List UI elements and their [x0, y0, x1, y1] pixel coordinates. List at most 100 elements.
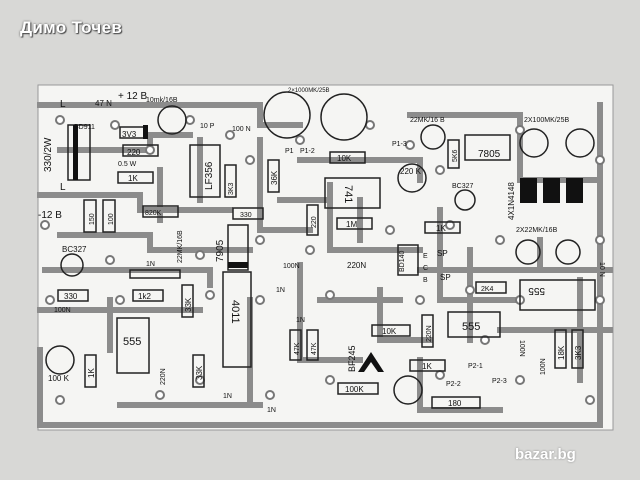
label-330-2w: 330/2W	[43, 137, 54, 172]
label-100n-e: 100N	[540, 358, 547, 375]
resistor-1n-a	[129, 269, 181, 279]
capacitor-1000-a	[263, 91, 311, 139]
label-bd911: BD911	[74, 124, 95, 131]
label-100n-c: 100N	[54, 307, 71, 314]
resistor-1k-a	[117, 171, 154, 184]
resistor-1k-d	[409, 359, 446, 372]
resistor-3k3-a	[224, 164, 237, 198]
label-330-c: 330	[64, 292, 78, 301]
capacitor-100-a	[519, 128, 549, 158]
pot-100k	[45, 345, 75, 375]
label-p2-2: P2-2	[446, 381, 461, 388]
capacitor-22mk	[420, 124, 446, 150]
label-100n-a: 100 N	[232, 126, 251, 133]
label-47k-b: 47K	[311, 342, 318, 355]
label-minus12: -12 B	[38, 210, 62, 221]
label-47k-a: 47K	[294, 342, 301, 355]
label-220-b: 220	[311, 216, 318, 228]
label-555-c: 555	[462, 321, 480, 333]
label-l-top: L	[60, 99, 66, 110]
label-10k-b: 10K	[382, 327, 397, 336]
label-1n-a: 1N	[146, 261, 155, 268]
label-4x1n4148: 4X1N4148	[507, 182, 516, 220]
resistor-220n-b	[421, 314, 434, 348]
capacitor-10mk	[157, 105, 187, 135]
label-220n-c: 220N	[160, 368, 167, 385]
label-3v3: 3V3	[122, 130, 137, 139]
label-1n-e: 1N	[267, 407, 276, 414]
resistor-18k	[554, 329, 567, 369]
ic-4011	[222, 271, 252, 368]
label-220n-a: 220N	[347, 261, 366, 270]
resistor-820k	[142, 205, 179, 218]
watermark-logo: bazar.bg	[515, 446, 576, 463]
label-l-bot: L	[60, 182, 66, 193]
transistor-bd140	[397, 244, 419, 276]
label-820k: 820K	[145, 210, 162, 217]
resistor-220-b	[306, 204, 319, 236]
resistor-10k-b	[371, 324, 411, 337]
regulator-7805	[464, 134, 511, 161]
label-bc327-b: BC327	[62, 245, 87, 254]
label-100n-b: 100N	[283, 263, 300, 270]
label-p1: P1	[285, 148, 294, 155]
resistor-1k-b	[424, 221, 461, 234]
resistor-47k-b	[306, 329, 319, 361]
label-33k-b: 33K	[195, 365, 204, 380]
label-lf356: LF356	[204, 161, 215, 190]
resistor-1m	[336, 217, 373, 230]
label-10n: 10 N	[598, 262, 605, 277]
label-p1-3: P1-3	[392, 141, 407, 148]
label-bc327-a: BC327	[452, 183, 474, 190]
label-sp-a: SP	[437, 249, 448, 258]
label-220n-b: 220N	[426, 325, 433, 342]
label-100n-d: 100N	[518, 340, 525, 357]
label-180: 180	[448, 399, 462, 408]
label-22mk: 22MK/16 B	[410, 117, 445, 124]
label-7805: 7805	[478, 149, 501, 160]
label-05w: 0.5 W	[118, 161, 137, 168]
resistor-330-c	[57, 289, 89, 302]
label-555-b: 555	[123, 336, 141, 348]
resistor-100k	[337, 382, 379, 395]
label-10k-a: 10K	[337, 154, 352, 163]
label-220-a: 220	[127, 148, 141, 157]
resistor-5k6	[447, 139, 460, 169]
label-220k: 220 K	[400, 167, 422, 176]
label-plus12: + 12 B	[118, 91, 148, 102]
resistor-220-a	[122, 144, 159, 157]
regulator-7905	[227, 224, 249, 271]
pot-220k	[397, 163, 427, 193]
label-bd140: BD140	[399, 250, 406, 272]
resistor-1k2	[132, 289, 164, 302]
label-33k-a: 33K	[184, 297, 193, 312]
label-e: E	[423, 253, 428, 260]
label-1k2: 1k2	[138, 292, 151, 301]
ic-741	[324, 177, 381, 209]
label-4011: 4011	[229, 300, 241, 324]
label-3k3-b: 3K3	[574, 345, 583, 360]
label-741: 741	[342, 185, 354, 203]
author-caption: Димо Точев	[20, 18, 123, 37]
label-100: 100	[108, 213, 115, 225]
capacitor-22-b	[555, 239, 581, 265]
label-1k-d: 1K	[422, 362, 432, 371]
resistor-36k	[267, 159, 280, 193]
label-5k6: 5K6	[452, 149, 459, 162]
label-2x1000: 2×1000MK/25B	[288, 88, 330, 94]
label-330-b: 330	[240, 212, 252, 219]
label-100k: 100K	[345, 385, 364, 394]
resistor-150	[83, 199, 97, 233]
ic-555-c	[447, 311, 501, 338]
component-outlines	[45, 91, 596, 409]
label-100k-pot: 100 K	[48, 374, 70, 383]
label-p2-3: P2-3	[492, 378, 507, 385]
label-1m: 1M	[346, 220, 357, 229]
label-3k3-a: 3K3	[228, 182, 235, 195]
filled-marks	[73, 125, 583, 372]
label-c: C	[423, 265, 428, 272]
resistor-180	[431, 396, 481, 409]
transistor-bc327-b	[60, 253, 84, 277]
resistor-330-b	[232, 207, 264, 220]
